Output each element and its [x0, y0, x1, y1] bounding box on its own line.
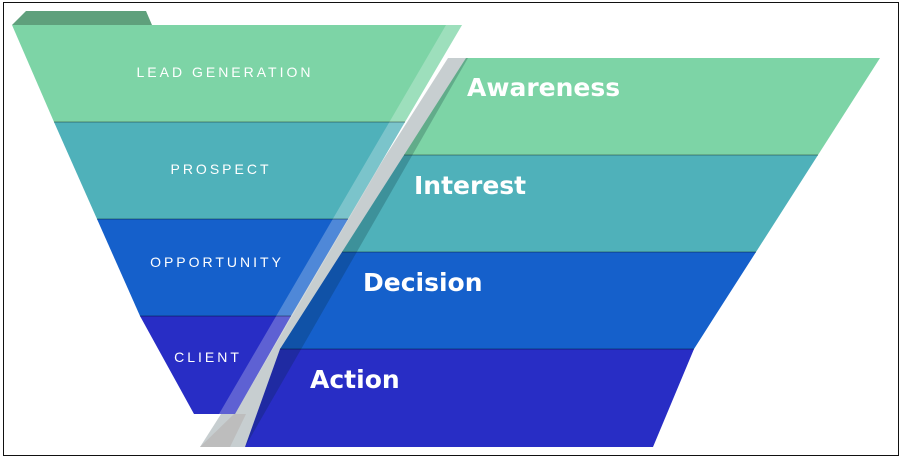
- label-client: CLIENT: [174, 349, 242, 365]
- right-stage-interest: [342, 155, 818, 252]
- left-stage-client: [140, 316, 291, 414]
- top-tab: [12, 11, 152, 25]
- label-opportunity: OPPORTUNITY: [150, 254, 284, 270]
- diagram-frame: [3, 2, 899, 456]
- label-lead-generation: LEAD GENERATION: [137, 64, 314, 80]
- left-stage-opportunity: [97, 219, 348, 316]
- label-awareness: Awareness: [467, 73, 620, 102]
- label-interest: Interest: [414, 171, 526, 200]
- label-decision: Decision: [363, 268, 483, 297]
- right-stage-awareness: [404, 58, 880, 155]
- right-edge-highlight: [653, 58, 896, 447]
- right-labels: Awareness Interest Decision Action: [310, 73, 620, 394]
- right-stage-action: [245, 349, 694, 447]
- left-stage-lead-generation: [12, 25, 462, 122]
- bottom-corner: [200, 414, 246, 447]
- label-action: Action: [310, 365, 400, 394]
- left-labels: LEAD GENERATION PROSPECT OPPORTUNITY CLI…: [137, 64, 314, 365]
- left-funnel: [12, 11, 462, 414]
- label-prospect: PROSPECT: [170, 161, 271, 177]
- left-stage-prospect: [54, 122, 405, 219]
- left-edge-highlight: [219, 25, 462, 414]
- right-stage-decision: [280, 252, 756, 349]
